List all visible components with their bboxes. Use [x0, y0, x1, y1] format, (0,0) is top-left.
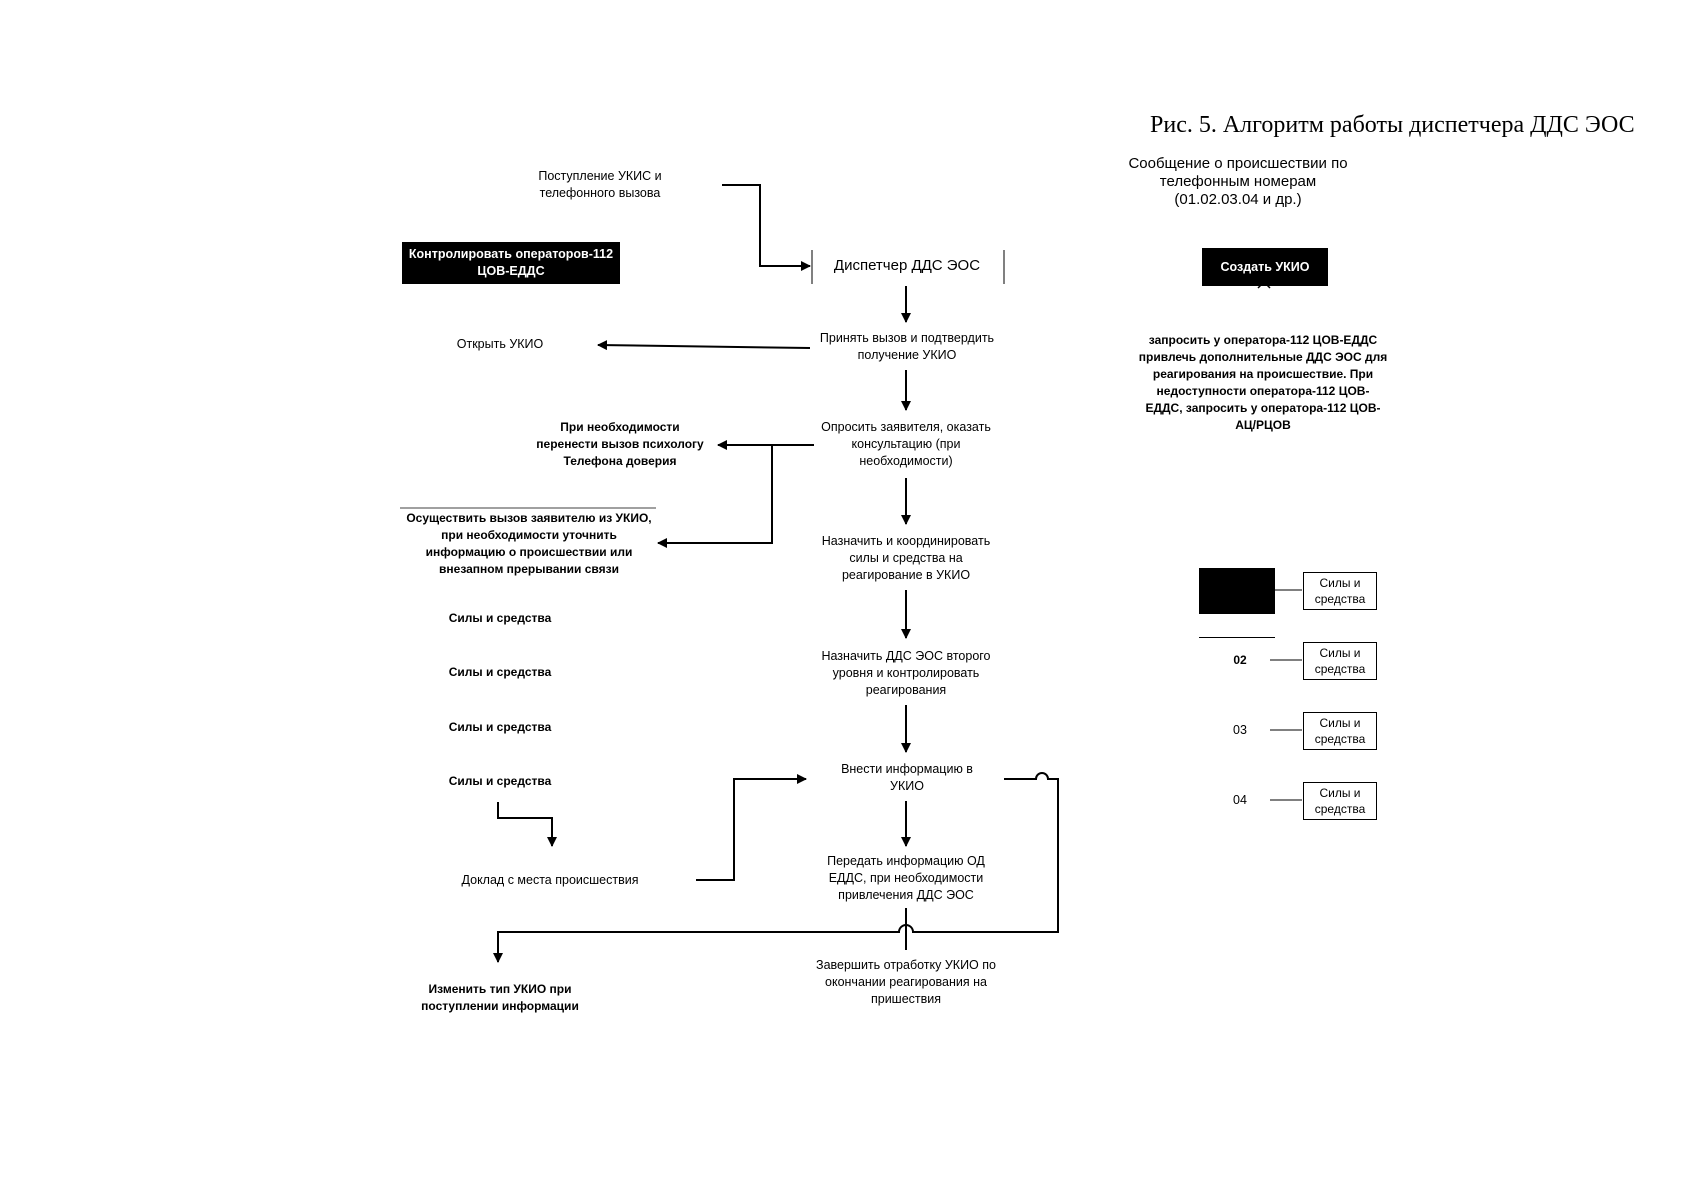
- forces-left-3: Силы и средства: [448, 720, 552, 734]
- report-label: Доклад с места происшествия: [461, 873, 639, 887]
- service-divider: [1199, 637, 1275, 638]
- open-ukio-label: Открыть УКИО: [456, 337, 544, 351]
- forces-left-1: Силы и средства: [448, 611, 552, 625]
- incoming-call-label: Поступление УКИС и телефонного вызова: [538, 169, 662, 200]
- service-forces-box-4: Силы и средства: [1303, 782, 1377, 820]
- interview-step: Опросить заявителя, оказать консультацию…: [821, 420, 991, 468]
- transfer-info-step: Передать информацию ОД ЕДДС, при необход…: [827, 854, 985, 902]
- service-forces-box-3: Силы и средства: [1303, 712, 1377, 750]
- arrow-forces: [497, 802, 557, 847]
- arrow-open-ukio: [597, 340, 811, 351]
- accept-call-step: Принять вызов и подтвердить получение УК…: [819, 331, 995, 362]
- service-forces-box-2: Силы и средства: [1303, 642, 1377, 680]
- service-code-04: 04: [1233, 793, 1247, 807]
- finish-step: Завершить отработку УКИО по окончании ре…: [816, 958, 996, 1006]
- callback-note: Осуществить вызов заявителю из УКИО, при…: [406, 511, 652, 576]
- control-operators-box: Контролировать операторов-112 ЦОВ-ЕДДС: [402, 242, 620, 284]
- enter-info-step: Внести информацию в УКИО: [841, 762, 973, 793]
- create-ukio-box: Создать УКИО: [1202, 248, 1328, 286]
- assign-forces-step: Назначить и координировать силы и средст…: [821, 534, 991, 582]
- message-info-label: Сообщение о происшествии по телефонным н…: [1128, 155, 1348, 208]
- change-type-note: Изменить тип УКИО при поступлении информ…: [421, 982, 579, 1013]
- forces-left-2: Силы и средства: [448, 665, 552, 679]
- arrow-report: [696, 774, 807, 881]
- figure-title: Рис. 5. Алгоритм работы диспетчера ДДС Э…: [1150, 112, 1635, 138]
- service-code-02: 02: [1233, 653, 1247, 667]
- arrow-incoming: [722, 184, 811, 271]
- service-code-03: 03: [1233, 723, 1247, 737]
- request-operator-note: запросить у оператора-112 ЦОВ-ЕДДС привл…: [1138, 333, 1388, 432]
- dispatcher-node: Диспетчер ДДС ЭОС: [833, 257, 981, 274]
- assign-second-step: Назначить ДДС ЭОС второго уровня и контр…: [821, 649, 991, 697]
- service-black-box: [1199, 568, 1275, 614]
- transfer-psych-note: При необходимости перенести вызов психол…: [536, 420, 704, 468]
- forces-left-4: Силы и средства: [448, 774, 552, 788]
- service-forces-box-1: Силы и средства: [1303, 572, 1377, 610]
